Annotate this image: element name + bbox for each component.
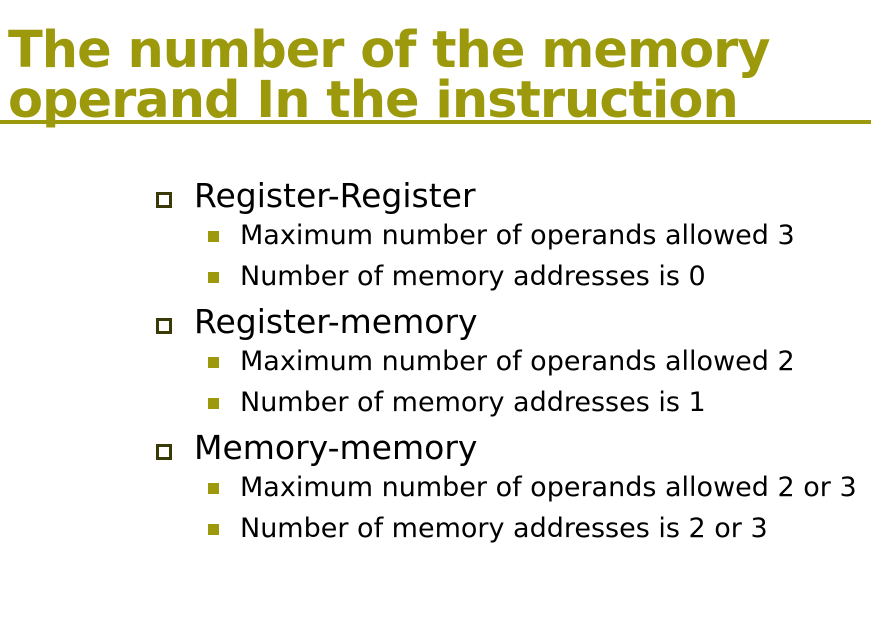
list-item-text: Maximum number of operands allowed 2 [240, 346, 795, 377]
slide-title-line-1: The number of the memory [8, 21, 771, 80]
filled-square-bullet-icon [208, 483, 219, 494]
hollow-square-bullet-icon [156, 192, 172, 208]
hollow-square-bullet-icon [156, 318, 172, 334]
list-item-text: Number of memory addresses is 2 or 3 [240, 513, 768, 544]
section-heading-label: Register-Register [194, 176, 476, 215]
filled-square-bullet-icon [208, 231, 219, 242]
title-divider [0, 120, 871, 124]
section-heading-register-register: Register-Register [154, 174, 854, 218]
section-heading-label: Register-memory [194, 302, 478, 341]
list-item: Maximum number of operands allowed 2 [206, 344, 854, 379]
filled-square-bullet-icon [208, 272, 219, 283]
slide-title-line-2: operand In the instruction [8, 71, 739, 130]
filled-square-bullet-icon [208, 357, 219, 368]
section-heading-label: Memory-memory [194, 428, 478, 467]
list-item-text: Number of memory addresses is 1 [240, 387, 706, 418]
list-item: Number of memory addresses is 1 [206, 385, 854, 420]
section-heading-memory-memory: Memory-memory [154, 426, 854, 470]
filled-square-bullet-icon [208, 398, 219, 409]
list-item-text: Number of memory addresses is 0 [240, 261, 706, 292]
section-items-register-memory: Maximum number of operands allowed 2 Num… [206, 344, 854, 420]
section-heading-register-memory: Register-memory [154, 300, 854, 344]
list-item: Maximum number of operands allowed 3 [206, 218, 854, 253]
list-item: Maximum number of operands allowed 2 or … [206, 470, 857, 505]
list-item: Number of memory addresses is 0 [206, 259, 854, 294]
list-item-text: Maximum number of operands allowed 3 [240, 220, 795, 251]
hollow-square-bullet-icon [156, 444, 172, 460]
section-items-register-register: Maximum number of operands allowed 3 Num… [206, 218, 854, 294]
filled-square-bullet-icon [208, 524, 219, 535]
slide-title: The number of the memory operand In the … [8, 21, 771, 130]
list-item-text: Maximum number of operands allowed 2 or … [240, 472, 857, 503]
list-item: Number of memory addresses is 2 or 3 [206, 511, 854, 546]
bullet-list: Register-Register Maximum number of oper… [154, 174, 857, 552]
section-items-memory-memory: Maximum number of operands allowed 2 or … [206, 470, 857, 546]
